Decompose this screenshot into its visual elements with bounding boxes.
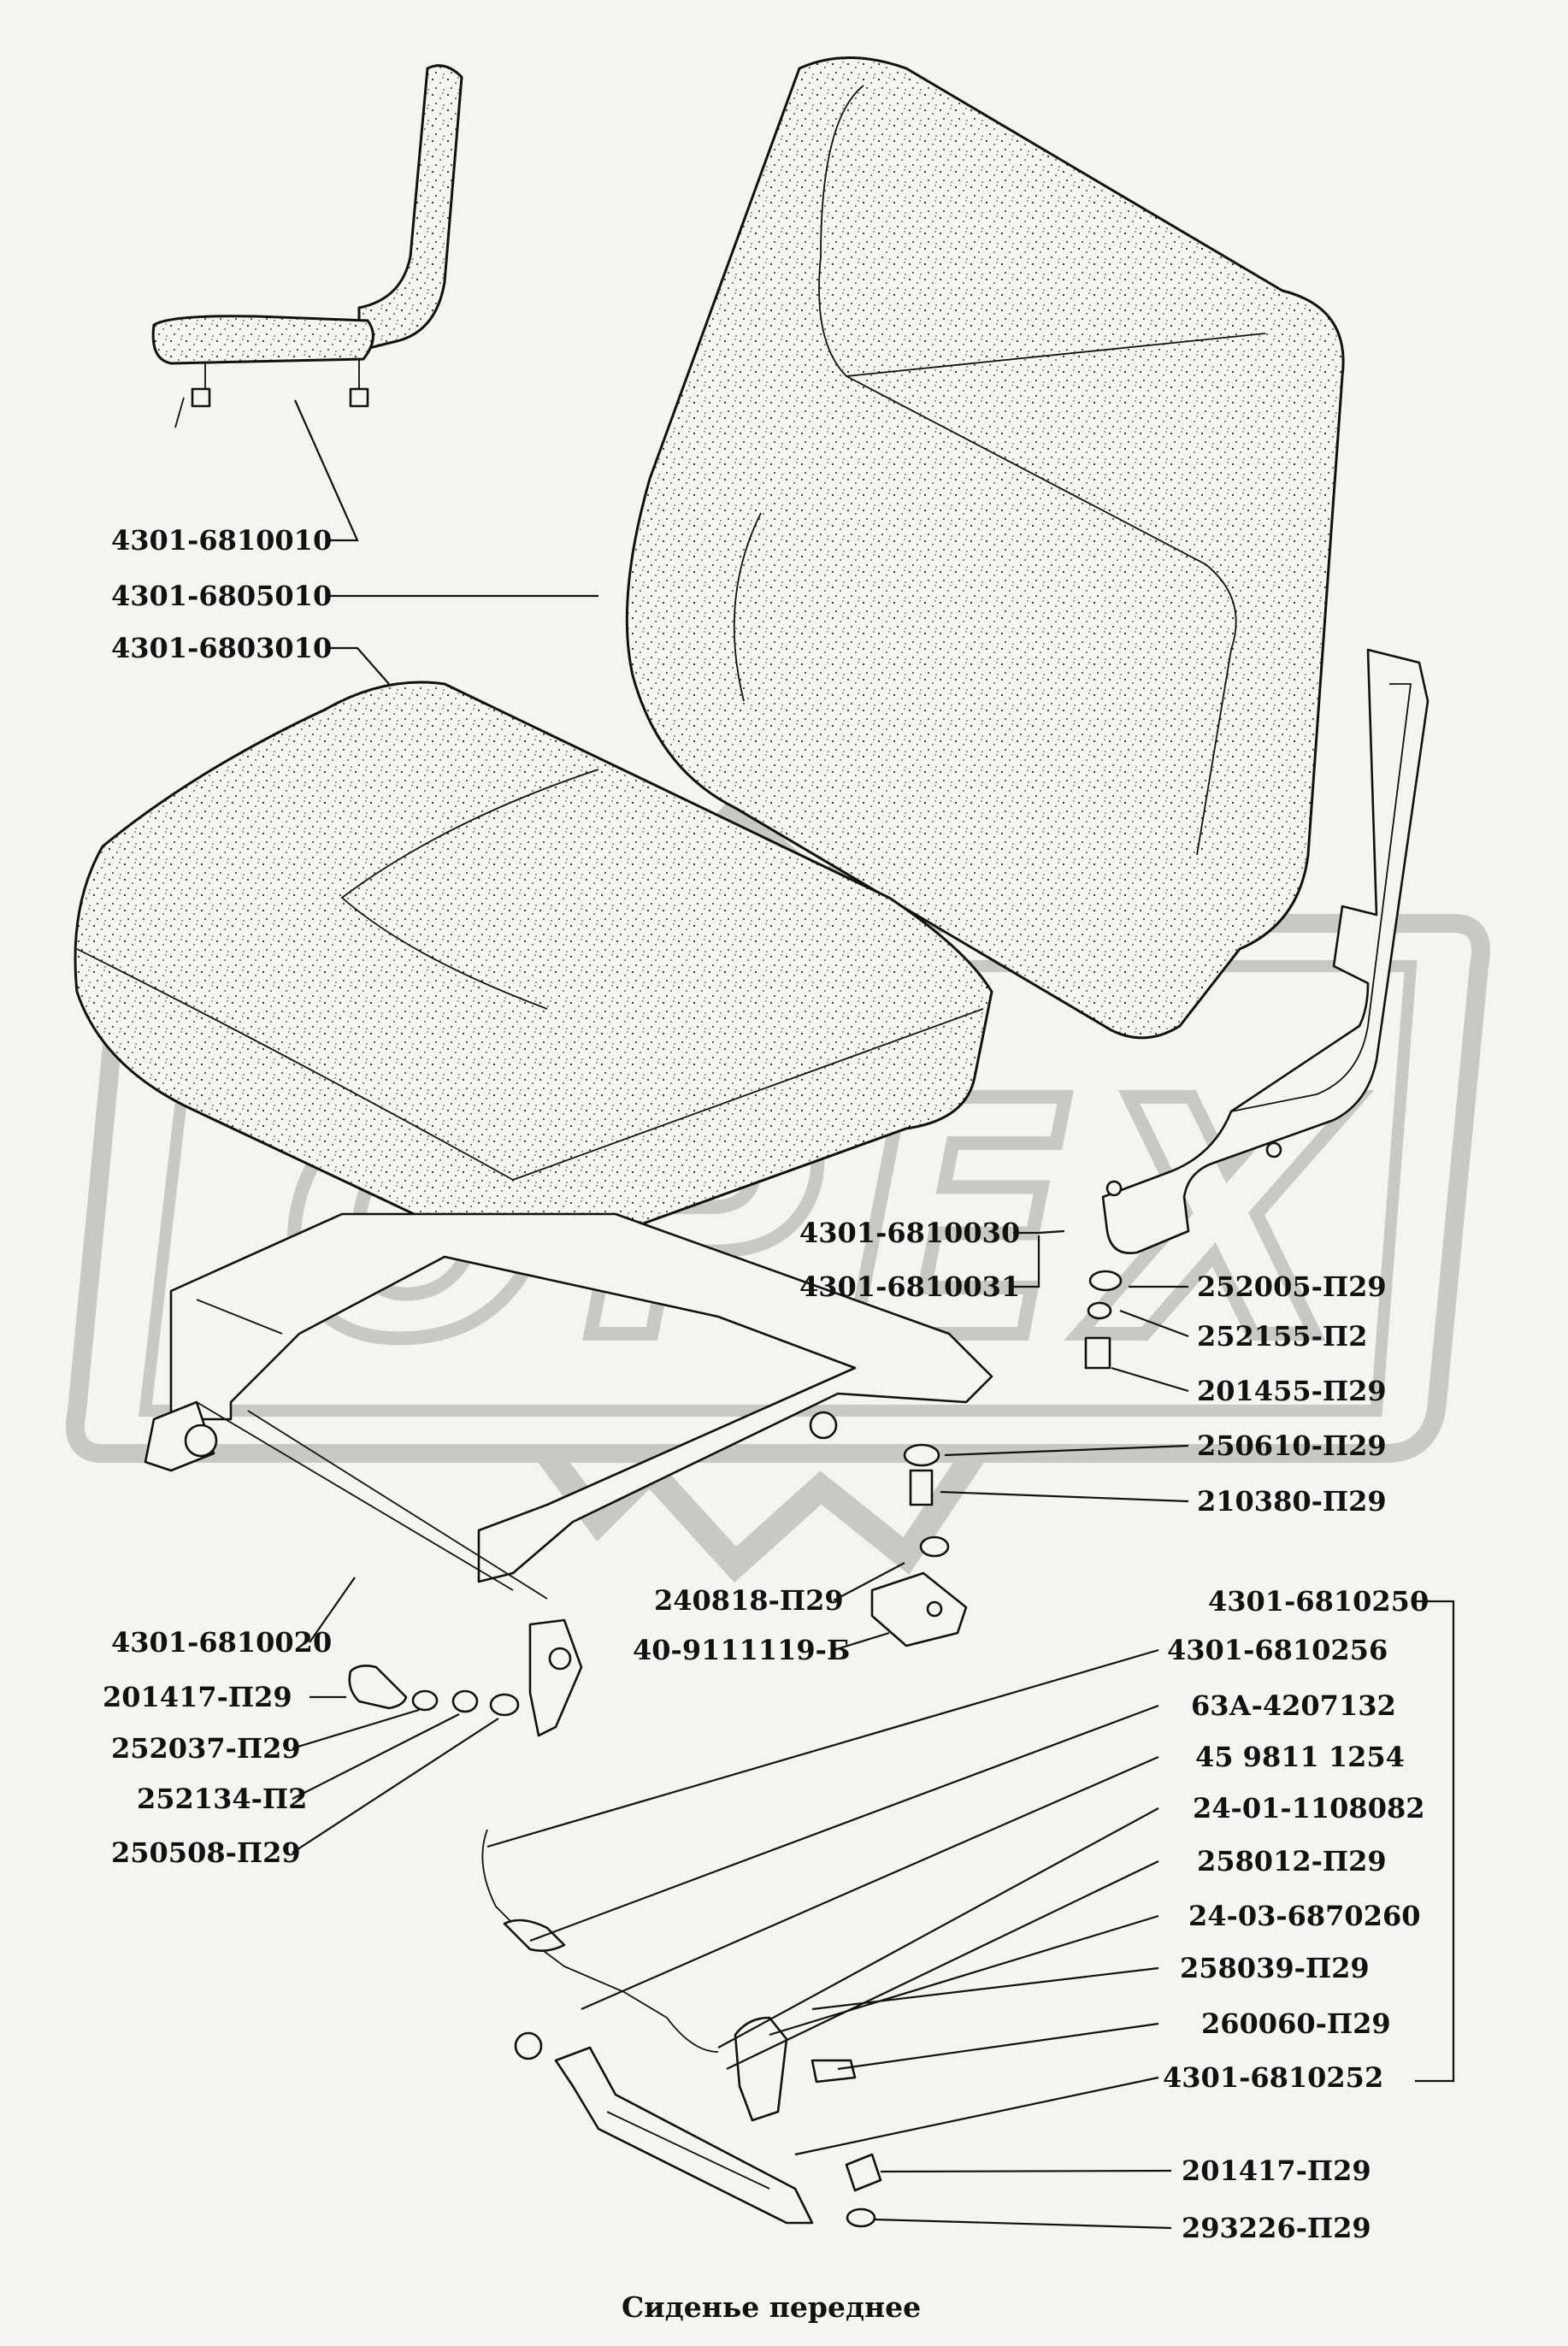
label-4301-6803010: 4301-6803010: [111, 632, 332, 664]
label-24-03-6870260: 24-03-6870260: [1188, 1900, 1420, 1932]
part-labels: 4301-6810010 4301-6805010 4301-6803010 4…: [103, 524, 1429, 2244]
label-201417-p29-a: 201417-П29: [103, 1681, 292, 1713]
label-201455-p29: 201455-П29: [1197, 1375, 1387, 1407]
label-210380-p29: 210380-П29: [1197, 1485, 1387, 1518]
diagram-caption: Сиденье переднее: [622, 2290, 921, 2324]
hardware: [348, 1270, 1123, 1717]
leader-lines: [292, 399, 1455, 2230]
label-45-9811-1254: 45 9811 1254: [1195, 1741, 1405, 1773]
label-4301-6810030: 4301-6810030: [799, 1217, 1020, 1249]
backrest: [625, 56, 1345, 1040]
label-250610-p29: 250610-П29: [1197, 1429, 1387, 1462]
seat-cushion: [74, 681, 993, 1260]
label-40-9111119-b: 40-9111119-Б: [633, 1634, 850, 1666]
side-bracket: [1101, 648, 1429, 1255]
label-260060-p29: 260060-П29: [1201, 2007, 1391, 2040]
label-252134-p2: 252134-П2: [137, 1783, 307, 1815]
label-4301-6805010: 4301-6805010: [111, 580, 332, 612]
label-4301-6810010: 4301-6810010: [111, 524, 332, 557]
label-4301-6810031: 4301-6810031: [799, 1270, 1020, 1303]
label-4301-6810256: 4301-6810256: [1167, 1634, 1388, 1666]
label-252005-p29: 252005-П29: [1197, 1270, 1387, 1303]
label-4301-6810250: 4301-6810250: [1208, 1585, 1429, 1618]
label-252155-p2: 252155-П2: [1197, 1320, 1367, 1353]
label-63a-4207132: 63А-4207132: [1191, 1689, 1396, 1722]
label-250508-p29: 250508-П29: [111, 1836, 301, 1869]
label-240818-p29: 240818-П29: [654, 1584, 844, 1617]
label-24-01-1108082: 24-01-1108082: [1193, 1792, 1424, 1824]
label-258039-p29: 258039-П29: [1180, 1952, 1370, 1984]
label-258012-p29: 258012-П29: [1197, 1845, 1387, 1877]
label-201417-p29-b: 201417-П29: [1182, 2154, 1371, 2187]
latch-mechanism: [481, 1829, 882, 2228]
label-293226-p29: 293226-П29: [1182, 2212, 1371, 2244]
label-4301-6810020: 4301-6810020: [111, 1626, 332, 1659]
label-4301-6810252: 4301-6810252: [1163, 2061, 1383, 2094]
seat-frame: [144, 1212, 993, 1737]
seat-thumbnail: [151, 64, 463, 428]
label-252037-p29: 252037-П29: [111, 1732, 301, 1765]
